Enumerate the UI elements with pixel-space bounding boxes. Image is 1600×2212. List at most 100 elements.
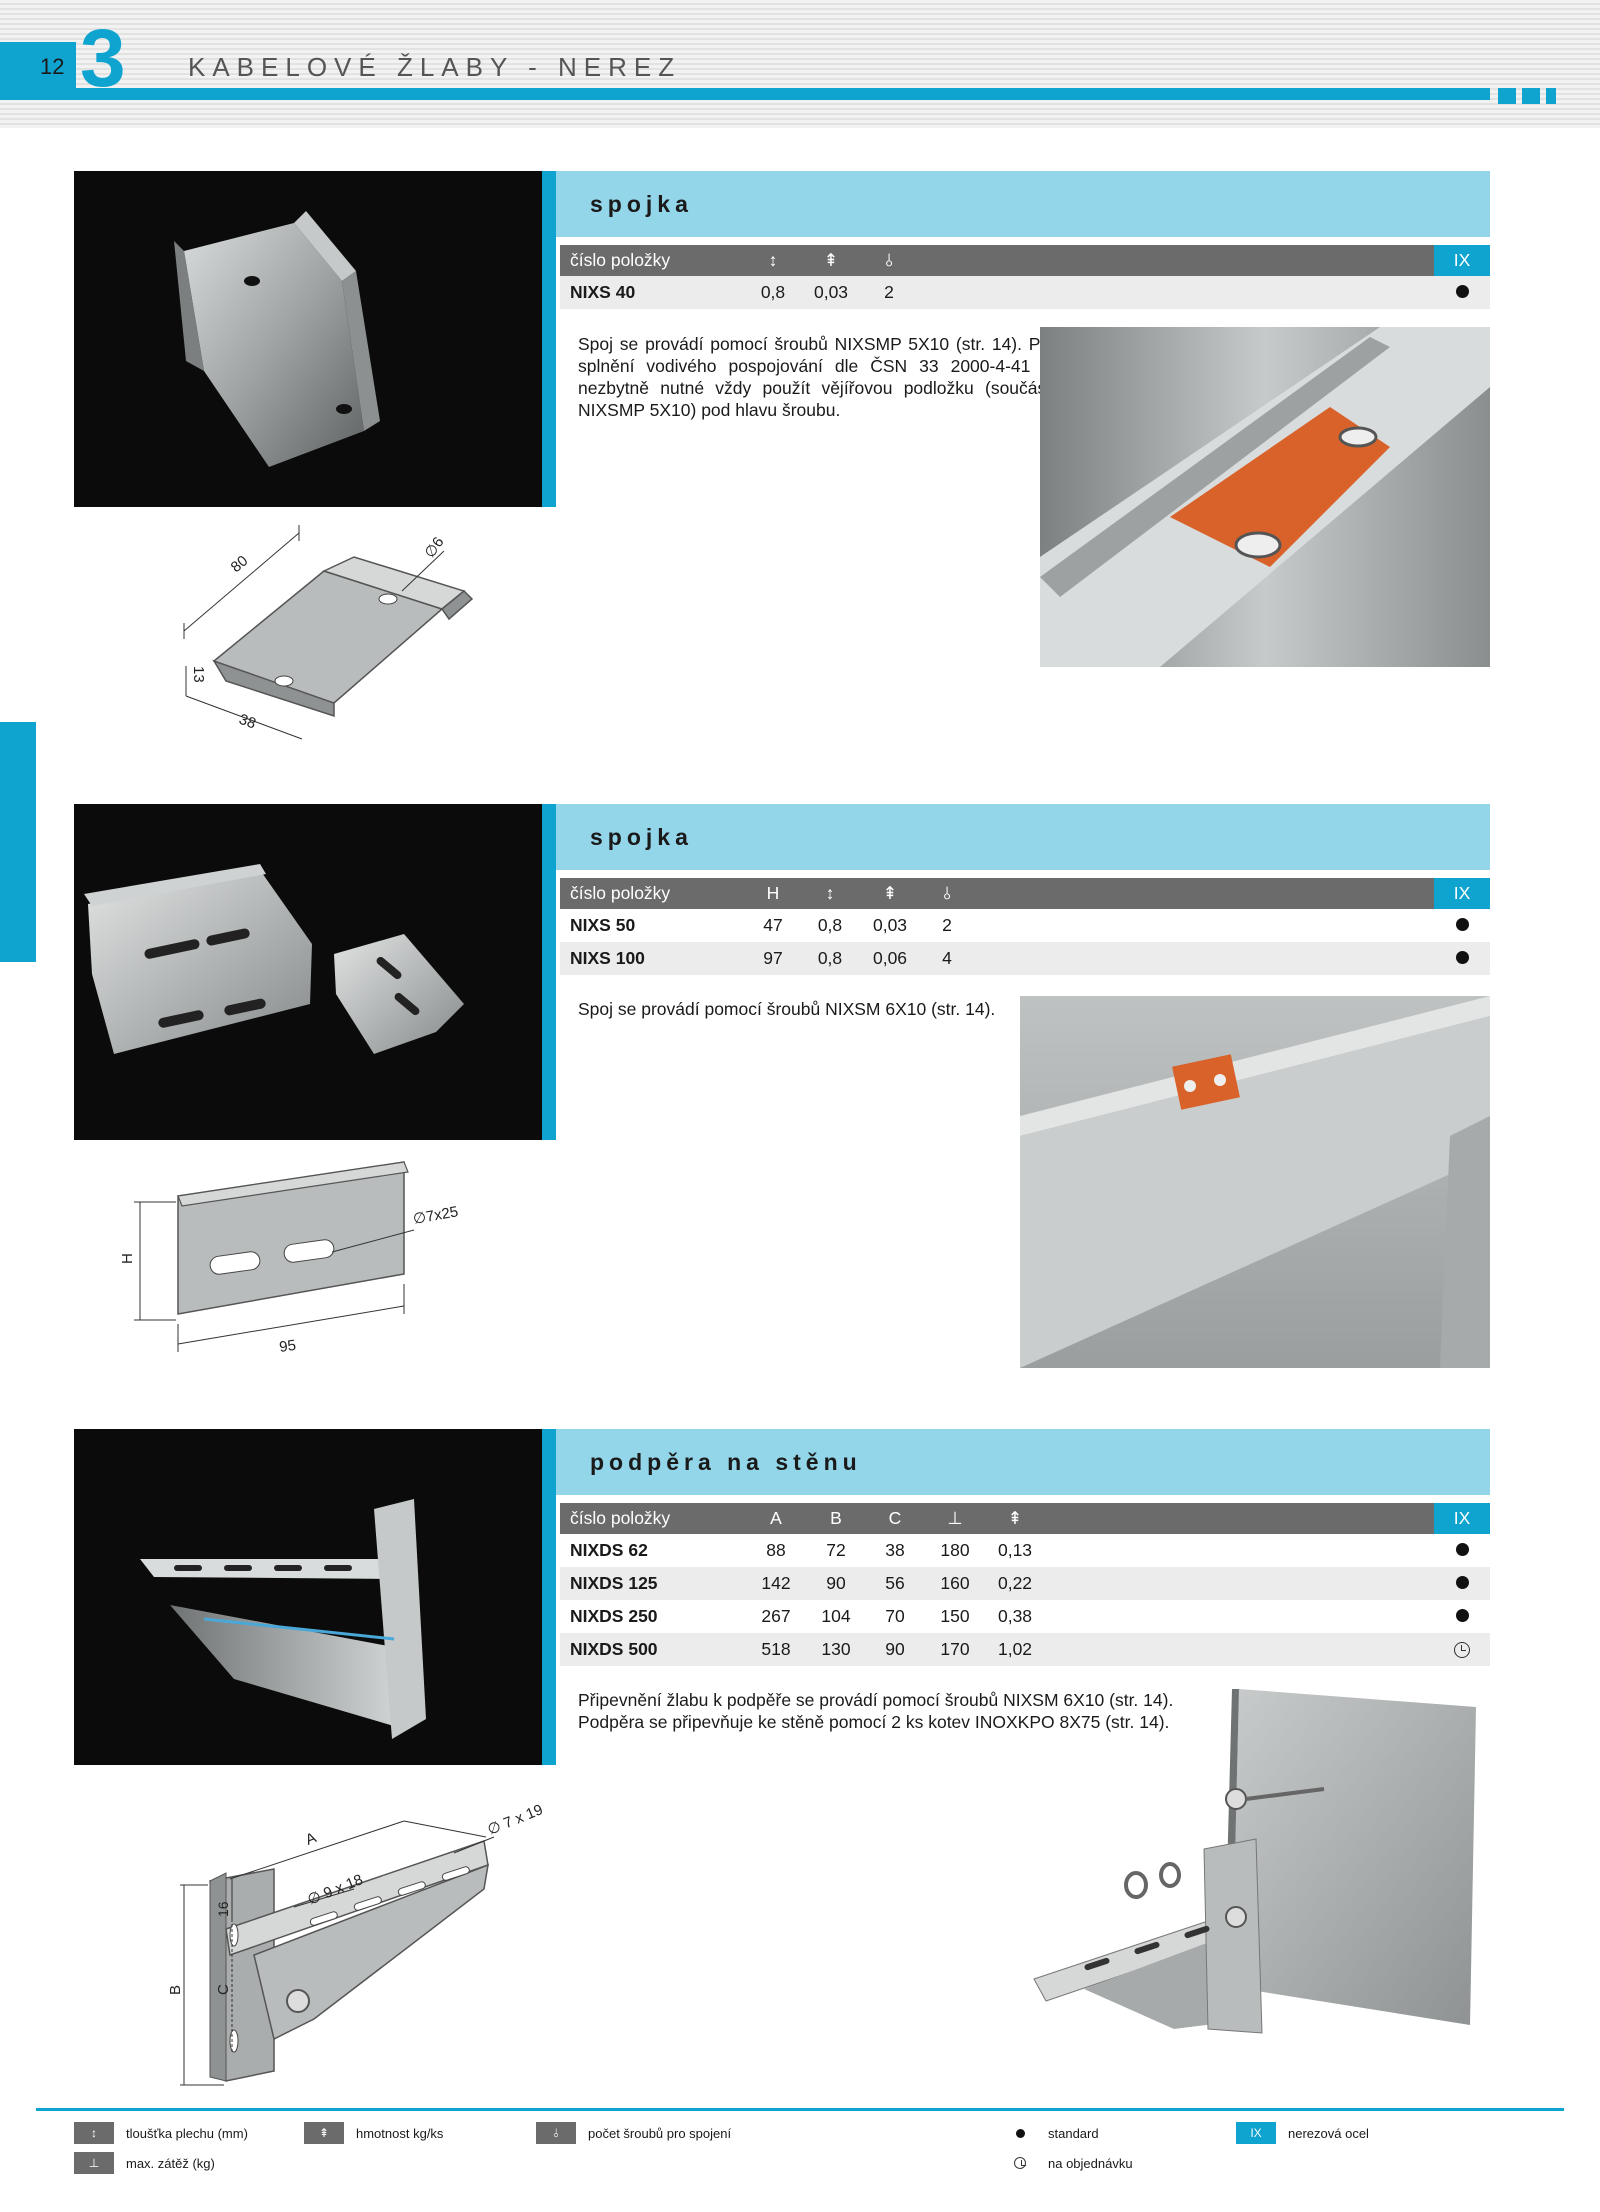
screws-icon: ⫰ bbox=[536, 2122, 576, 2144]
thickness-col-icon: ↕ bbox=[746, 245, 800, 276]
col-b: B bbox=[806, 1503, 866, 1534]
col-item-number: číslo položky bbox=[560, 878, 746, 909]
dim-width: 38 bbox=[237, 711, 258, 733]
description: Spoj se provádí pomocí šroubů NIXSMP 5X1… bbox=[578, 333, 1056, 421]
cell-load: 150 bbox=[940, 1606, 970, 1626]
dim-top: 16 bbox=[215, 1901, 231, 1917]
cell-c: 56 bbox=[866, 1567, 924, 1600]
photo-accent-bar bbox=[542, 171, 556, 507]
screws-col-icon: ⫰ bbox=[862, 245, 916, 276]
material-ix-header: IX bbox=[1434, 878, 1490, 909]
product-section-spojka-40: spojka číslo položky ↕ ⇞ ⫰ IX NIXS 40 0,… bbox=[74, 171, 1490, 771]
weight-icon: ⇞ bbox=[304, 2122, 344, 2144]
legend-label: na objednávku bbox=[1048, 2155, 1133, 2171]
availability-cell bbox=[1434, 1534, 1490, 1567]
section-title: spojka bbox=[590, 191, 693, 217]
table-row: NIXS 50 47 0,8 0,03 2 bbox=[560, 909, 1490, 942]
cell-c: 90 bbox=[866, 1633, 924, 1666]
cell-spacer bbox=[974, 942, 1434, 975]
col-h: H bbox=[746, 878, 800, 909]
product-photo bbox=[74, 804, 542, 1140]
legend-on-order: na objednávku bbox=[1000, 2152, 1133, 2174]
side-tab bbox=[0, 722, 36, 962]
material-ix-header: IX bbox=[1434, 245, 1490, 276]
spec-table: číslo položky H ↕ ⇞ ⫰ IX NIXS 50 47 0,8 … bbox=[560, 878, 1490, 975]
technical-drawing: B C 16 A ∅ 9 x 18 ∅ 7 x 19 bbox=[114, 1769, 634, 2089]
title-band: spojka bbox=[556, 171, 1490, 237]
section-title: spojka bbox=[590, 824, 693, 850]
product-photo bbox=[74, 1429, 542, 1765]
installation-photo bbox=[1040, 327, 1490, 667]
spec-table: číslo položky ↕ ⇞ ⫰ IX NIXS 40 0,8 0,03 … bbox=[560, 245, 1490, 309]
availability-cell bbox=[1434, 276, 1490, 309]
product-photo bbox=[74, 171, 542, 507]
standard-dot-icon bbox=[1455, 951, 1469, 964]
cell-spacer bbox=[916, 276, 1434, 309]
material-ix-icon: IX bbox=[1236, 2122, 1276, 2144]
cell-spacer bbox=[1044, 1567, 1434, 1600]
photo-accent-bar bbox=[542, 804, 556, 1140]
technical-drawing: 80 ∅6 13 38 bbox=[174, 511, 574, 766]
cell-screws: 2 bbox=[862, 276, 916, 309]
section-title: podpěra na stěnu bbox=[590, 1449, 862, 1475]
col-item-number: číslo položky bbox=[560, 245, 746, 276]
weight-col-icon: ⇞ bbox=[860, 878, 920, 909]
item-number: NIXDS 62 bbox=[570, 1540, 648, 1560]
thickness-icon: ↕ bbox=[74, 2122, 114, 2144]
dim-width: 95 bbox=[278, 1337, 297, 1356]
thickness-col-icon: ↕ bbox=[800, 878, 860, 909]
standard-dot-icon bbox=[1455, 918, 1469, 931]
weight-col-icon: ⇞ bbox=[986, 1503, 1044, 1534]
cell-load: 180 bbox=[940, 1540, 970, 1560]
page-number: 12 bbox=[40, 54, 65, 79]
screws-col-icon: ⫰ bbox=[920, 878, 974, 909]
legend-label: hmotnost kg/ks bbox=[356, 2125, 444, 2141]
clock-icon bbox=[1000, 2152, 1040, 2174]
header-rule bbox=[0, 88, 1490, 100]
cell-h: 97 bbox=[746, 942, 800, 975]
header-square bbox=[1522, 88, 1540, 104]
legend-thickness: ↕ tloušťka plechu (mm) bbox=[74, 2122, 248, 2144]
header-square bbox=[1546, 88, 1556, 104]
cell-thickness: 0,8 bbox=[817, 915, 843, 935]
dim-c: C bbox=[215, 1984, 232, 1995]
table-row: NIXS 40 0,8 0,03 2 bbox=[560, 276, 1490, 309]
dim-slot: ∅7x25 bbox=[412, 1203, 460, 1228]
availability-cell bbox=[1434, 1600, 1490, 1633]
dim-b: B bbox=[167, 1985, 184, 1995]
dim-height: H bbox=[119, 1253, 136, 1264]
item-number: NIXDS 250 bbox=[570, 1606, 658, 1626]
header-spacer bbox=[974, 878, 1434, 909]
cell-c: 38 bbox=[885, 1540, 905, 1560]
legend-material: IX nerezová ocel bbox=[1236, 2122, 1369, 2144]
standard-dot-icon bbox=[1455, 1576, 1469, 1589]
cell-load: 170 bbox=[924, 1633, 986, 1666]
cell-load: 160 bbox=[924, 1567, 986, 1600]
description-text: Připevnění žlabu k podpěře se provádí po… bbox=[578, 1690, 1174, 1710]
header-square bbox=[1498, 88, 1516, 104]
col-c: C bbox=[866, 1503, 924, 1534]
cell-spacer bbox=[1044, 1534, 1434, 1567]
weight-col-icon: ⇞ bbox=[800, 245, 862, 276]
cell-a: 267 bbox=[761, 1606, 791, 1626]
cell-weight: 0,13 bbox=[997, 1540, 1033, 1560]
header-spacer bbox=[1044, 1503, 1434, 1534]
legend-label: tloušťka plechu (mm) bbox=[126, 2125, 248, 2141]
description: Připevnění žlabu k podpěře se provádí po… bbox=[578, 1689, 1218, 1733]
page-number-tab bbox=[0, 42, 76, 100]
on-order-clock-icon bbox=[1454, 1642, 1470, 1659]
table-row: NIXDS 125 142 90 56 160 0,22 bbox=[560, 1567, 1490, 1600]
availability-cell bbox=[1434, 942, 1490, 975]
cell-weight: 1,02 bbox=[986, 1633, 1044, 1666]
description-text: Podpěra se připevňuje ke stěně pomocí 2 … bbox=[578, 1712, 1170, 1732]
footer-rule bbox=[36, 2108, 1564, 2111]
dim-a: A bbox=[303, 1829, 319, 1849]
cell-spacer bbox=[1044, 1633, 1434, 1666]
cell-h: 47 bbox=[763, 915, 783, 935]
item-number: NIXDS 125 bbox=[560, 1567, 746, 1600]
title-band: podpěra na stěnu bbox=[556, 1429, 1490, 1495]
table-row: NIXDS 62 88 72 38 180 0,13 bbox=[560, 1534, 1490, 1567]
cell-screws: 2 bbox=[942, 915, 952, 935]
installation-photo bbox=[1024, 1689, 1490, 2069]
table-row: NIXS 100 97 0,8 0,06 4 bbox=[560, 942, 1490, 975]
